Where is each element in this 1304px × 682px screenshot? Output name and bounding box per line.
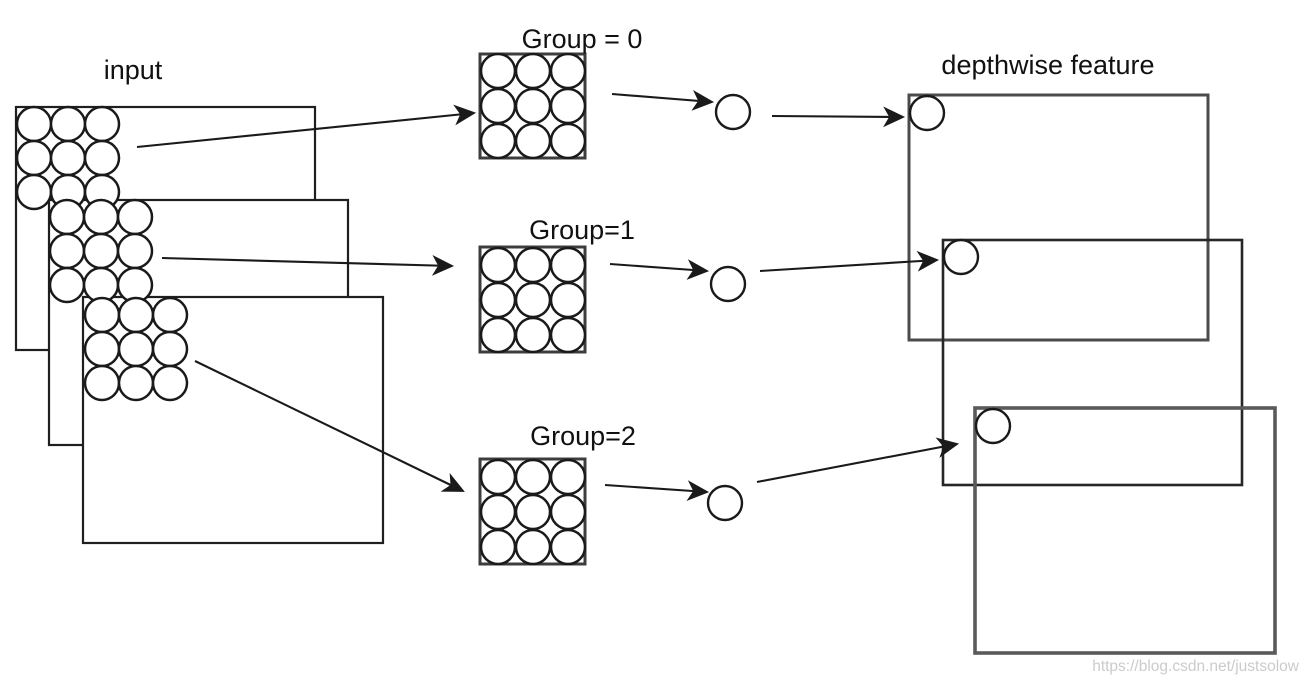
input-cell-circle <box>15 173 53 211</box>
input-cell-circle <box>83 139 121 177</box>
kernel-cell-circle <box>514 122 552 160</box>
input-cell-circle <box>117 296 155 334</box>
input-cell-circle <box>82 232 120 270</box>
kernel-group-2 <box>478 457 587 566</box>
kernel-cell-circle <box>549 281 587 319</box>
arrow-value2-to-feature2 <box>756 437 960 484</box>
input-cell-circle <box>83 105 121 143</box>
arrow-value1-to-feature1 <box>759 250 940 273</box>
input-feature-maps <box>14 105 385 545</box>
kernel-cell-circle <box>514 458 552 496</box>
kernel-grid-0 <box>479 52 587 160</box>
input-cell-circle <box>117 364 155 402</box>
input-cell-circle <box>151 364 189 402</box>
input-cell-circle <box>83 330 121 368</box>
arrow-kernel2-to-value2 <box>604 480 710 502</box>
kernel-cell-circle <box>514 281 552 319</box>
input-cell-circle <box>116 198 154 236</box>
kernel-cell-circle <box>479 458 517 496</box>
kernel-cell-circle <box>514 52 552 90</box>
kernel-cell-circle <box>514 528 552 566</box>
flow-arrows <box>136 90 960 502</box>
kernel-cell-circle <box>549 458 587 496</box>
kernel-cell-circle <box>549 122 587 160</box>
kernel-grid-2 <box>479 458 587 566</box>
depthwise-feature-label: depthwise feature <box>941 50 1154 80</box>
input-label: input <box>104 55 163 85</box>
arrow-input2-to-kernel2 <box>194 360 465 492</box>
feature-pixel-0 <box>908 94 946 132</box>
input-cell-circle <box>49 105 87 143</box>
kernel-cell-circle <box>479 528 517 566</box>
input-cell-circle <box>83 364 121 402</box>
arrow-kernel0-to-value0 <box>611 90 715 111</box>
depthwise-feature-maps <box>907 93 1277 655</box>
conv-output-value-0 <box>714 93 752 131</box>
input-cell-circle <box>49 139 87 177</box>
arrow-kernel1-to-value1 <box>609 259 710 280</box>
kernel-group-0 <box>478 52 587 160</box>
input-cell-circle <box>117 330 155 368</box>
input-cell-circle <box>15 105 53 143</box>
kernel-cell-circle <box>479 281 517 319</box>
kernel-cell-circle <box>514 316 552 354</box>
kernel-cell-circle <box>549 52 587 90</box>
input-patch-grid-2 <box>83 296 189 402</box>
arrow-input0-to-kernel0 <box>136 104 477 149</box>
kernel-cell-circle <box>549 316 587 354</box>
kernel-cell-circle <box>479 122 517 160</box>
input-cell-circle <box>83 296 121 334</box>
input-patch-grid-1 <box>48 198 154 304</box>
kernel-cell-circle <box>549 528 587 566</box>
arrow-value0-to-feature0 <box>771 106 906 128</box>
kernel-grid-1 <box>479 246 587 354</box>
input-cell-circle <box>151 330 189 368</box>
arrow-input1-to-kernel1 <box>161 255 455 276</box>
input-cell-circle <box>48 266 86 304</box>
feature-map-0 <box>907 93 1210 342</box>
kernel-cell-circle <box>479 87 517 125</box>
group-1-label: Group=1 <box>529 215 635 245</box>
kernel-cell-circle <box>514 246 552 284</box>
feature-pixel-1 <box>942 238 980 276</box>
kernel-cell-circle <box>479 52 517 90</box>
kernel-cell-circle <box>514 87 552 125</box>
feature-pixel-2 <box>974 407 1012 445</box>
input-patch-grid-0 <box>15 105 121 211</box>
input-cell-circle <box>82 198 120 236</box>
input-cell-circle <box>151 296 189 334</box>
feature-map-2 <box>973 406 1277 655</box>
kernel-group-1 <box>478 245 587 354</box>
feature-map-1 <box>941 238 1244 487</box>
conv-output-value-1 <box>709 265 747 303</box>
input-cell-circle <box>15 139 53 177</box>
kernel-cell-circle <box>549 87 587 125</box>
kernel-cell-circle <box>549 246 587 284</box>
kernel-cell-circle <box>479 246 517 284</box>
kernel-cell-circle <box>549 493 587 531</box>
input-cell-circle <box>116 232 154 270</box>
kernel-cell-circle <box>479 493 517 531</box>
kernel-cell-circle <box>514 493 552 531</box>
group-2-label: Group=2 <box>530 421 636 451</box>
conv-output-value-2 <box>706 484 744 522</box>
group-0-label: Group = 0 <box>522 24 643 54</box>
kernel-cell-circle <box>479 316 517 354</box>
input-cell-circle <box>48 232 86 270</box>
input-cell-circle <box>48 198 86 236</box>
csdn-watermark: https://blog.csdn.net/justsolow <box>1092 658 1300 675</box>
